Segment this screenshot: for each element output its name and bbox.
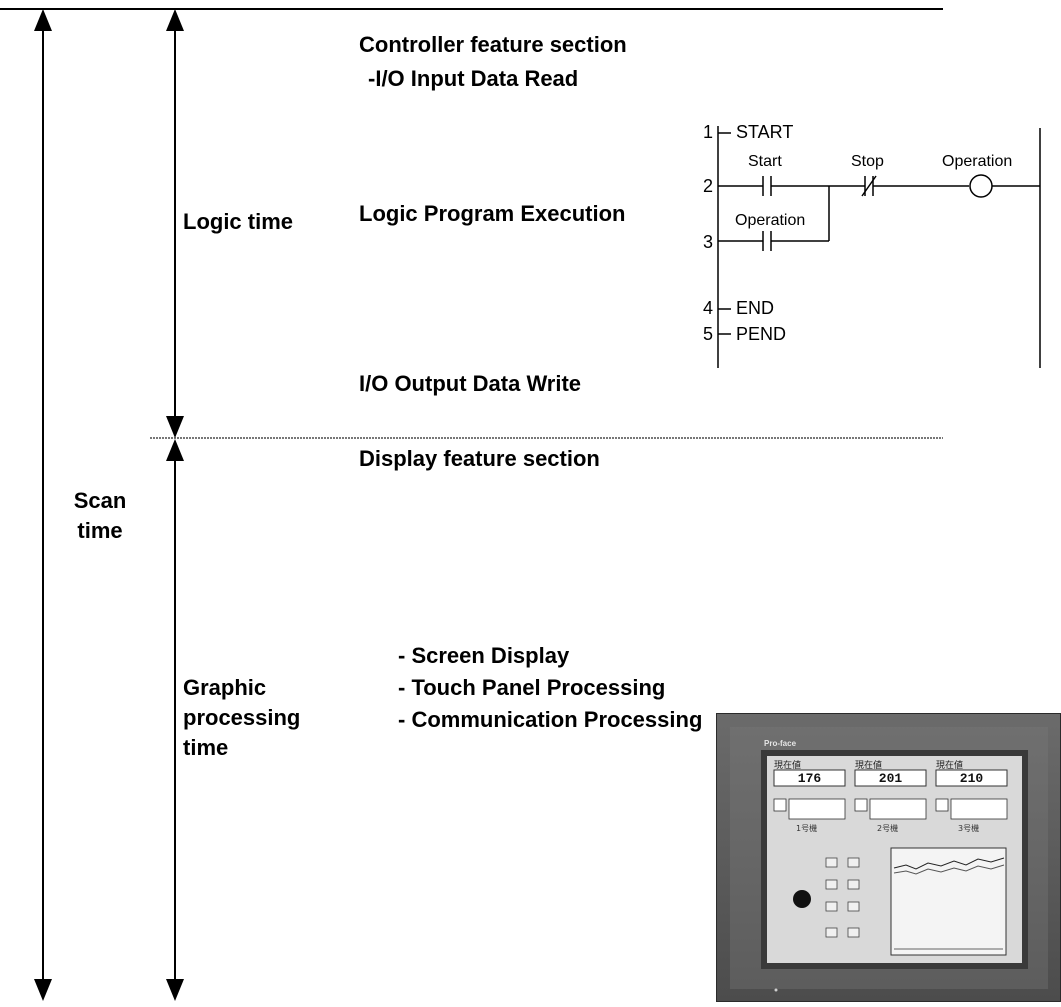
hmi-brand-logo: Pro-face: [764, 739, 797, 748]
rung-number-5: 5: [703, 324, 714, 344]
hmi-value-3: 210: [959, 771, 984, 786]
end-instruction: END: [736, 298, 775, 318]
display-task-1: - Screen Display: [398, 643, 570, 668]
graphic-time-arrow: [166, 439, 184, 1001]
rung-number-3: 3: [703, 232, 714, 252]
rung-number-4: 4: [703, 298, 714, 318]
operation-contact-label: Operation: [735, 212, 806, 229]
controller-section-title: Controller feature section: [359, 32, 627, 57]
logic-time-label: Logic time: [183, 209, 294, 234]
hmi-machine-label-3: 3号機: [958, 824, 980, 833]
logic-time-arrow: [166, 9, 184, 438]
logic-program-execution: Logic Program Execution: [359, 201, 626, 226]
operation-coil-label: Operation: [942, 153, 1013, 170]
ladder-diagram: [717, 126, 1041, 368]
stop-contact-label: Stop: [851, 153, 884, 170]
hmi-device-image: Pro-face 現在値 現在値 現在値 176 201 210 1号機 2号機…: [716, 713, 1061, 1002]
start-instruction: START: [736, 122, 794, 142]
io-output-write: I/O Output Data Write: [359, 371, 582, 396]
scan-time-label-line2: time: [77, 518, 123, 543]
hmi-header-label-2: 現在値: [855, 761, 883, 771]
hmi-header-label-1: 現在値: [774, 761, 802, 771]
hmi-device-svg: [716, 713, 1061, 1002]
scan-time-arrow: [34, 9, 52, 1001]
hmi-machine-label-1: 1号機: [796, 824, 818, 833]
hmi-value-2: 201: [878, 771, 903, 786]
display-task-2: - Touch Panel Processing: [398, 675, 666, 700]
scan-time-label: Scan time: [60, 486, 140, 546]
start-contact-label: Start: [748, 153, 782, 170]
pend-instruction: PEND: [736, 324, 787, 344]
graphic-time-label-line2: processing: [183, 705, 301, 730]
graphic-time-label-line1: Graphic: [183, 675, 267, 700]
graphic-time-label-line3: time: [183, 735, 229, 760]
rung-number-1: 1: [703, 122, 714, 142]
hmi-machine-label-2: 2号機: [877, 824, 899, 833]
hmi-value-1: 176: [797, 771, 822, 786]
hmi-header-label-3: 現在値: [936, 761, 964, 771]
display-task-3: - Communication Processing: [398, 707, 703, 732]
display-section-title: Display feature section: [359, 446, 600, 471]
io-input-read: -I/O Input Data Read: [368, 66, 579, 91]
graphic-time-label: Graphic processing time: [183, 673, 300, 763]
scan-time-label-line1: Scan: [73, 488, 127, 513]
rung-number-2: 2: [703, 176, 714, 196]
